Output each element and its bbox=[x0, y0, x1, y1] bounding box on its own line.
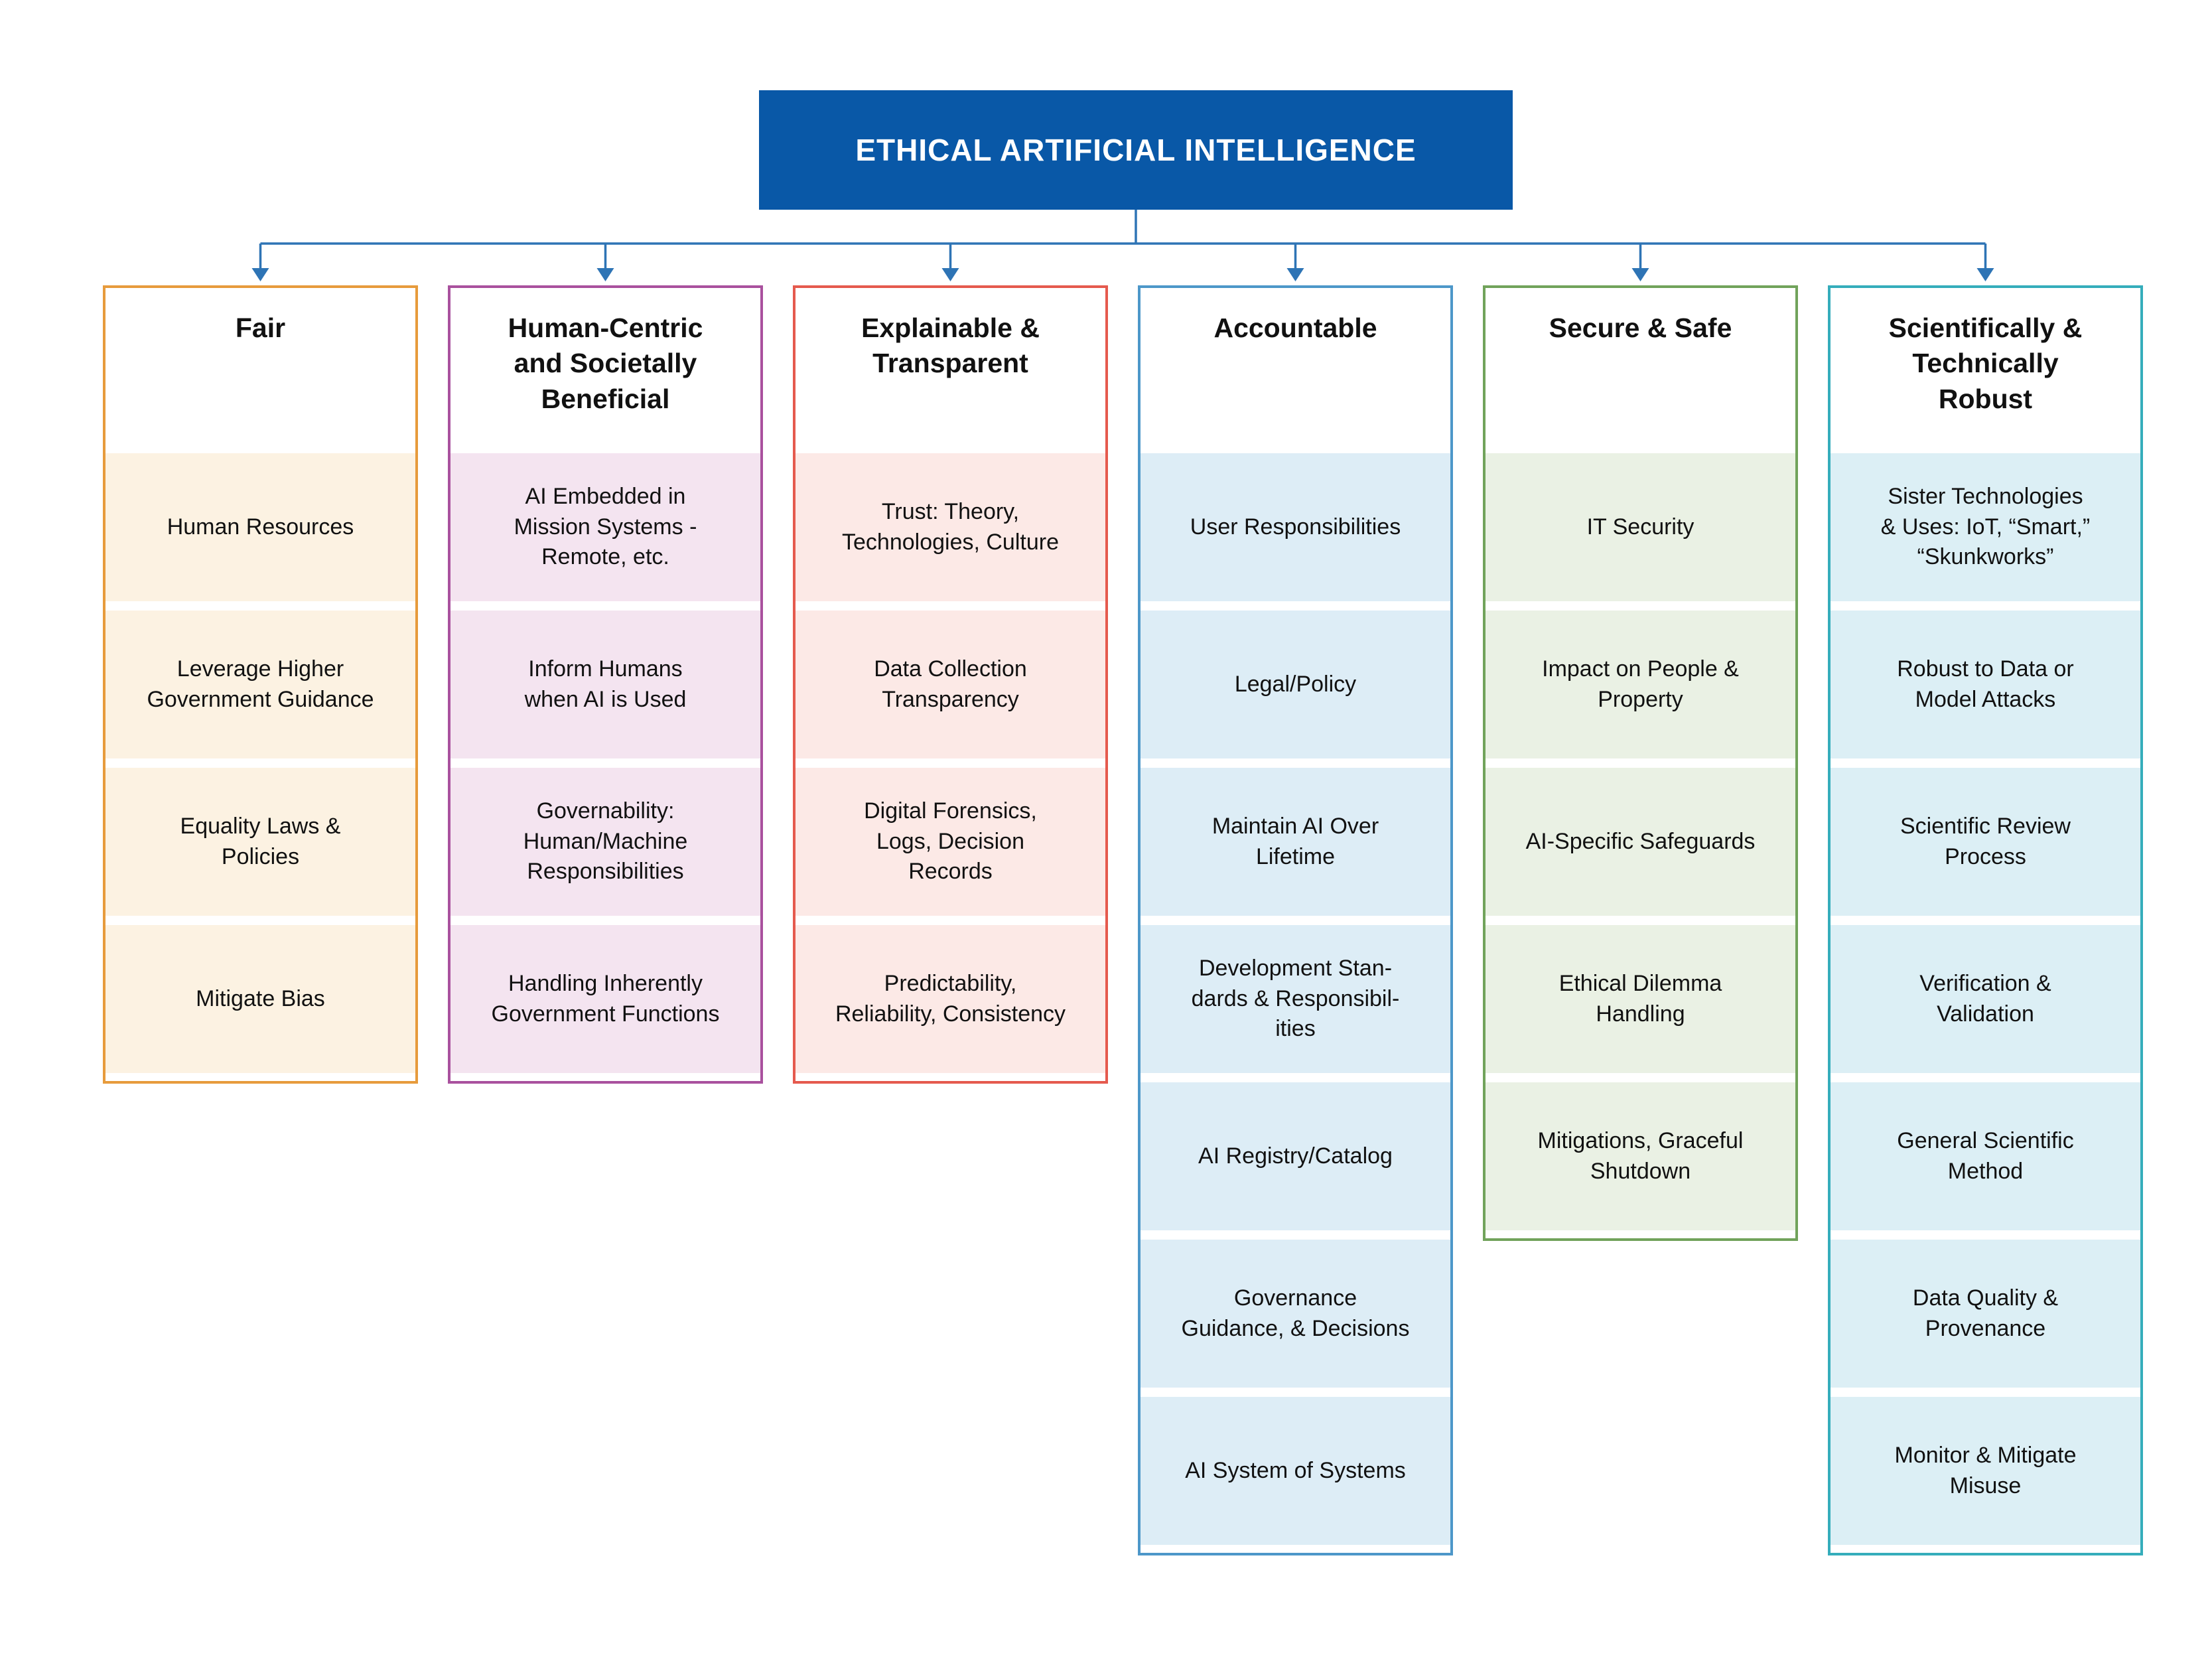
column-items: AI Embedded in Mission Systems - Remote,… bbox=[450, 453, 760, 1073]
column-item: Human Resources bbox=[105, 453, 415, 601]
column-title: Accountable bbox=[1141, 288, 1450, 453]
column-item: Maintain AI Over Lifetime bbox=[1141, 768, 1450, 916]
arrowhead-icon bbox=[941, 268, 959, 281]
chart-title: ETHICAL ARTIFICIAL INTELLIGENCE bbox=[759, 90, 1513, 210]
column-item: Trust: Theory, Technologies, Culture bbox=[795, 453, 1105, 601]
arrowhead-icon bbox=[251, 268, 269, 281]
column-item: Impact on People & Property bbox=[1486, 611, 1795, 758]
column-item: Equality Laws & Policies bbox=[105, 768, 415, 916]
column-item: AI-Specific Safeguards bbox=[1486, 768, 1795, 916]
column-items: Sister Technologies & Uses: IoT, “Smart,… bbox=[1831, 453, 2140, 1545]
arrowhead-icon bbox=[1631, 268, 1649, 281]
column-title: Fair bbox=[105, 288, 415, 453]
arrowhead-icon bbox=[1286, 268, 1304, 281]
column-item: Digital Forensics, Logs, Decision Record… bbox=[795, 768, 1105, 916]
column-item: Data Quality & Provenance bbox=[1831, 1240, 2140, 1388]
column-item: Handling Inherently Government Functions bbox=[450, 925, 760, 1073]
column-item: Governance Guidance, & Decisions bbox=[1141, 1240, 1450, 1388]
column-item: Robust to Data or Model Attacks bbox=[1831, 611, 2140, 758]
column-title: Secure & Safe bbox=[1486, 288, 1795, 453]
column-item: User Responsibilities bbox=[1141, 453, 1450, 601]
column-item: Legal/Policy bbox=[1141, 611, 1450, 758]
column-item: AI System of Systems bbox=[1141, 1397, 1450, 1545]
column-title: Explainable & Transparent bbox=[795, 288, 1105, 453]
arrowhead-icon bbox=[1976, 268, 1994, 281]
column-item: Inform Humans when AI is Used bbox=[450, 611, 760, 758]
column-item: Leverage Higher Government Guidance bbox=[105, 611, 415, 758]
column-item: Sister Technologies & Uses: IoT, “Smart,… bbox=[1831, 453, 2140, 601]
column-item: IT Security bbox=[1486, 453, 1795, 601]
column-item: Governability: Human/Machine Responsibil… bbox=[450, 768, 760, 916]
column-item: Monitor & Mitigate Misuse bbox=[1831, 1397, 2140, 1545]
column-item: General Scientific Method bbox=[1831, 1082, 2140, 1230]
column-item: Predictability, Reliability, Consistency bbox=[795, 925, 1105, 1073]
column-item: Mitigations, Graceful Shutdown bbox=[1486, 1082, 1795, 1230]
column-item: Scientific Review Process bbox=[1831, 768, 2140, 916]
column-title: Human-Centric and Societally Beneficial bbox=[450, 288, 760, 453]
column-item: Development Stan- dards & Responsibil- i… bbox=[1141, 925, 1450, 1073]
column-item: AI Embedded in Mission Systems - Remote,… bbox=[450, 453, 760, 601]
column-item: AI Registry/Catalog bbox=[1141, 1082, 1450, 1230]
column-item: Verification & Validation bbox=[1831, 925, 2140, 1073]
column-item: Ethical Dilemma Handling bbox=[1486, 925, 1795, 1073]
arrowhead-icon bbox=[596, 268, 614, 281]
column-item: Mitigate Bias bbox=[105, 925, 415, 1073]
column-title: Scientifically & Technically Robust bbox=[1831, 288, 2140, 453]
column-item: Data Collection Transparency bbox=[795, 611, 1105, 758]
